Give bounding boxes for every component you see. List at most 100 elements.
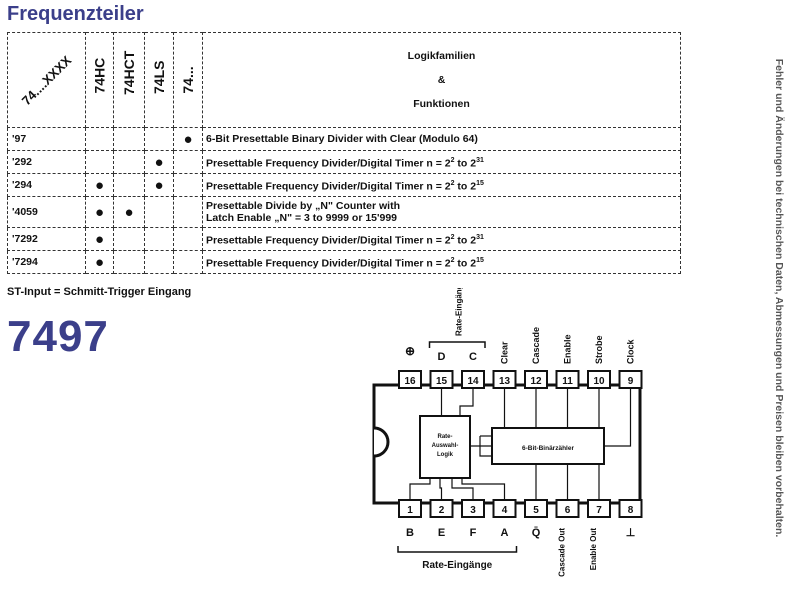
pin-number: 12 [530, 376, 542, 387]
family-cell [113, 250, 145, 274]
family-cell [173, 150, 203, 174]
pin-number: 6 [565, 505, 571, 516]
page-title: Frequenzteiler [7, 3, 144, 25]
family-dot: ● [85, 196, 114, 228]
function-header: Logikfamilien & Funktionen [202, 32, 681, 128]
family-cell [144, 196, 174, 228]
family-dot: ● [85, 173, 114, 197]
family-cell [113, 150, 145, 174]
function-description: 6-Bit Presettable Binary Divider with Cl… [202, 127, 681, 151]
pin-number: 8 [628, 505, 634, 516]
family-cell [173, 250, 203, 274]
pin-number: 3 [470, 505, 476, 516]
schmitt-trigger-note: ST-Input = Schmitt-Trigger Eingang [7, 286, 192, 298]
function-description: Presettable Frequency Divider/Digital Ti… [202, 250, 681, 274]
table-row: '7292● Presettable Frequency Divider/Digi… [7, 227, 681, 251]
pin-label: Enable Out [589, 528, 598, 571]
family-cell [144, 227, 174, 251]
pin-box [618, 499, 643, 518]
rate-logic-label: Rate- [437, 434, 452, 440]
top-group-bracket [428, 341, 486, 348]
pin-number: 9 [628, 376, 634, 387]
family-cell [144, 250, 174, 274]
pin-label: E [438, 527, 445, 539]
pin-label: Cascade [531, 327, 541, 364]
pinout-diagram: 16⊕15D14C13Clear12Cascade11Enable10Strob… [372, 288, 643, 577]
pin-number: 15 [436, 376, 448, 387]
function-description: Presettable Frequency Divider/Digital Ti… [202, 150, 681, 174]
signal-wire [604, 388, 632, 447]
family-cell [113, 173, 145, 197]
pin-box [398, 370, 422, 389]
pin-label: Strobe [594, 335, 604, 364]
chip-notch [373, 426, 390, 458]
part-code: '7292 [7, 227, 86, 251]
family-dot: ● [85, 250, 114, 274]
pin-label: C [469, 351, 477, 363]
rate-logic-label: Logik [437, 452, 454, 458]
family-cell [173, 196, 203, 228]
pin-label: Clock [626, 338, 636, 364]
table-row: '294●●Presettable Frequency Divider/Digi… [7, 173, 681, 197]
table-row: '4059●●Presettable Divide by „N" Counter… [7, 196, 681, 228]
signal-wire [439, 478, 443, 500]
part-column-header: 74....XXXX [7, 32, 86, 128]
part-code: '97 [7, 127, 86, 151]
function-description: Presettable Frequency Divider/Digital Ti… [202, 227, 681, 251]
part-code: '292 [7, 150, 86, 174]
family-dot: ● [113, 196, 145, 228]
family-cell [144, 127, 174, 151]
family-header-ls: 74LS [144, 32, 174, 128]
rate-logic-label: Auswahl- [432, 443, 459, 449]
family-dot: ● [85, 227, 114, 251]
part-code: '294 [7, 173, 86, 197]
pin-number: 11 [562, 376, 573, 387]
family-cell [85, 150, 114, 174]
table-row: '97 ●6-Bit Presettable Binary Divider wit… [7, 127, 681, 151]
bottom-group-bracket [397, 546, 518, 553]
family-dot: ● [144, 150, 174, 174]
family-cell [113, 227, 145, 251]
pin-number: 13 [499, 376, 511, 387]
family-cell [173, 227, 203, 251]
family-cell [85, 127, 114, 151]
pin-number: 14 [467, 376, 479, 387]
table-row: '292 ● Presettable Frequency Divider/Digit… [7, 150, 681, 174]
family-header-hc: 74HC [85, 32, 114, 128]
pin-number: 16 [404, 376, 416, 387]
pin-label: Cascade Out [558, 528, 567, 577]
family-cell [113, 127, 145, 151]
family-dot: ● [144, 173, 174, 197]
pin-number: 1 [407, 505, 413, 516]
function-description: Presettable Frequency Divider/Digital Ti… [202, 173, 681, 197]
pin-label: D [438, 351, 446, 363]
pin-number: 5 [533, 505, 539, 516]
signal-wire [451, 478, 474, 500]
signal-wire [459, 388, 474, 416]
pin-label: F [470, 527, 477, 539]
signal-wire [479, 436, 492, 457]
pin-number: 10 [593, 376, 605, 387]
rate-logic-block [419, 415, 471, 479]
part-code: '7294 [7, 250, 86, 274]
pin-number: 7 [596, 505, 602, 516]
top-group-label: Rate-Eingänge [454, 288, 463, 336]
family-dot: ● [173, 127, 203, 151]
vcc-symbol: ⊕ [405, 344, 415, 358]
family-header-other: 74... [173, 32, 203, 128]
disclaimer-note: Fehler und Änderungen bei technischen Da… [773, 58, 785, 538]
counter-label: 6-Bit-Binärzähler [522, 445, 574, 452]
counter-block [491, 427, 605, 465]
part-code: '4059 [7, 196, 86, 228]
logic-family-table: 74....XXXX 74HC 74HCT 74LS 74... Logikfa… [7, 32, 681, 274]
signal-wire [409, 478, 431, 500]
family-cell [173, 173, 203, 197]
table-row: '7294● Presettable Frequency Divider/Digi… [7, 250, 681, 274]
pin-label: ⊥ [626, 527, 636, 539]
pin-label: B [406, 527, 414, 539]
pin-label: Clear [500, 341, 510, 364]
pin-label: Q̄ [532, 527, 541, 539]
pin-number: 2 [439, 505, 445, 516]
bottom-group-label: Rate-Eingänge [422, 560, 492, 571]
